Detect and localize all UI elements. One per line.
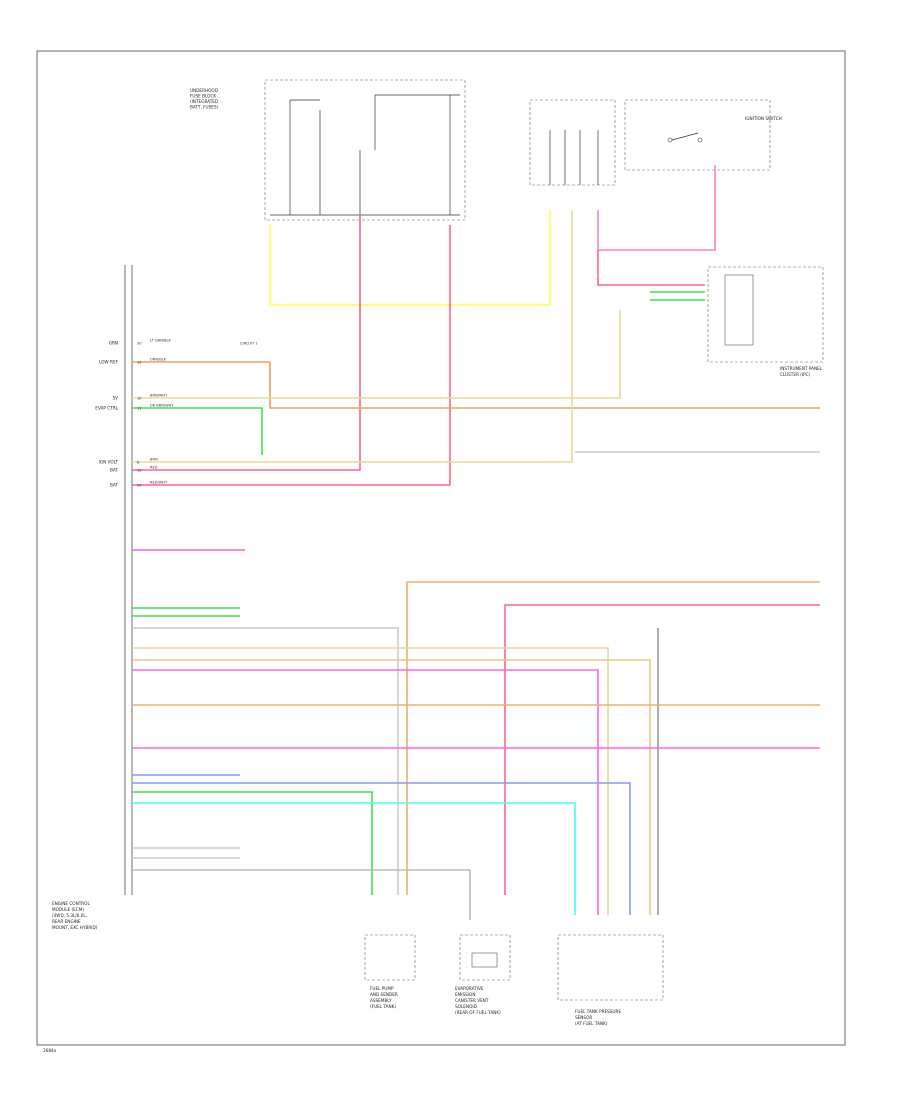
ecm-pin-label: IGN VOLT	[99, 460, 119, 465]
ftp-title-3: (AT FUEL TANK)	[575, 1021, 608, 1026]
ecm-title: ENGINE CONTROL MODULE (ECM) (4WD, 5.3L/6…	[52, 901, 98, 930]
fuel-pump-module: FUEL PUMP AND SENDER ASSEMBLY (FUEL TANK…	[364, 934, 416, 1009]
ecm-pin-number: 8	[137, 461, 140, 465]
fuel-tank-pressure-sensor: FUEL TANK PRESSURE SENSOR (AT FUEL TANK)	[557, 934, 664, 1026]
instrument-panel-cluster: INSTRUMENT PANEL CLUSTER (IPC)	[707, 266, 824, 377]
fuse-block-title-line: FUSE BLOCK	[190, 94, 216, 99]
ecm-pin-column	[124, 265, 133, 895]
ecm-pin-number: 12	[137, 361, 142, 365]
svg-text:ENGINE CONTROL: ENGINE CONTROL	[52, 901, 90, 906]
evap-title-2: EMISSION	[455, 992, 475, 997]
ipc-title-1: INSTRUMENT PANEL	[780, 366, 823, 371]
ecm-pin-number: 30	[137, 342, 142, 346]
ecm-pin-number: 11	[137, 407, 142, 411]
junction-connector	[529, 99, 616, 186]
page-code: 2684a	[43, 1048, 57, 1053]
ecm-pin-label: BAT	[110, 468, 118, 473]
ecm-pin-number: 19	[137, 469, 142, 473]
evap-vent-solenoid: EVAPORATIVE EMISSION CANISTER VENT SOLEN…	[455, 934, 511, 1015]
fuel-pump-title-4: (FUEL TANK)	[370, 1004, 396, 1009]
ecm-pin-wire: BRN/WHT	[150, 394, 168, 398]
fuel-pump-title-2: AND SENDER	[370, 992, 398, 997]
ecm-pin-number: 20	[137, 484, 142, 488]
ecm-pin-label: GRN	[109, 341, 118, 346]
ignition-title: IGNITION SWITCH	[745, 116, 782, 121]
fuel-pump-title-3: ASSEMBLY	[370, 998, 392, 1003]
diagram-frame	[36, 50, 846, 1046]
ecm-pin-wire: LT GRN/BLK	[150, 339, 171, 343]
ftp-title-2: SENSOR	[575, 1015, 592, 1020]
fuse-block-title-line: UNDERHOOD	[190, 88, 218, 93]
ecm-pin-wire: BRN	[150, 458, 158, 462]
ftp-title-1: FUEL TANK PRESSURE	[575, 1009, 621, 1014]
ecm-pin-wire: RED/WHT	[150, 481, 168, 485]
ecm-pin-label: 5V	[112, 396, 118, 401]
ecm-pin-label: EVAP CTRL	[95, 406, 118, 411]
svg-text:REAR ENGINE: REAR ENGINE	[52, 919, 81, 924]
ecm-pin-note: CIRCUIT 1	[240, 342, 258, 346]
ipc-title-2: CLUSTER (IPC)	[780, 372, 811, 377]
svg-text:MOUNT, EXC HYBRID): MOUNT, EXC HYBRID)	[52, 925, 98, 930]
ecm-pin-label: BAT	[110, 483, 118, 488]
fuse-block-title-line: (INTEGRATED	[190, 99, 218, 104]
svg-text:(4WD, 5.3L/6.0L,: (4WD, 5.3L/6.0L,	[52, 913, 87, 918]
evap-title-5: (REAR OF FUEL TANK)	[455, 1010, 501, 1015]
fuel-pump-title-1: FUEL PUMP	[370, 986, 394, 991]
svg-text:MODULE (ECM): MODULE (ECM)	[52, 907, 84, 912]
ecm-pin-wire: RED	[150, 466, 158, 470]
ecm-pin-labels: GRN 30 LT GRN/BLK CIRCUIT 1 LOW REF 12 ORN/BLK…	[95, 339, 257, 488]
ignition-switch: IGNITION SWITCH	[624, 99, 782, 171]
ecm-pin-number: 10	[137, 397, 142, 401]
fuse-block-title-line: BATT, FUSES)	[190, 105, 219, 110]
ecm-pin-label: LOW REF	[99, 360, 119, 365]
evap-title-3: CANISTER VENT	[455, 998, 489, 1003]
wire-runs	[132, 165, 820, 920]
ecm-pin-wire: ORN/BLK	[150, 358, 167, 362]
evap-title-1: EVAPORATIVE	[455, 986, 484, 991]
ecm-pin-wire: DK BRN/WHT	[150, 404, 174, 408]
evap-title-4: SOLENOID	[455, 1004, 477, 1009]
